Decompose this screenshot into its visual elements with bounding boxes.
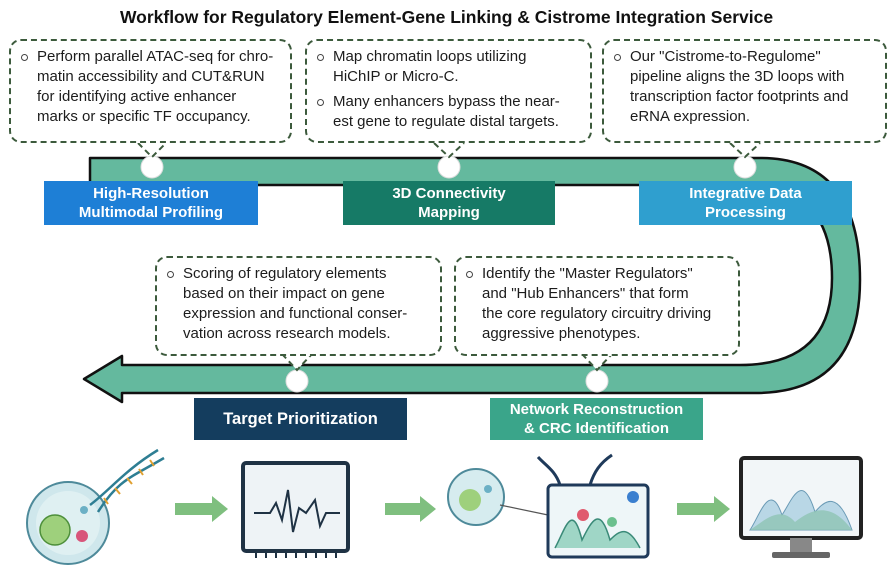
- connector-node-4: [285, 369, 309, 393]
- cell-dna-sample-illustration: [26, 448, 165, 565]
- network-analysis-illustration: [447, 453, 650, 559]
- bubble-item: Many enhancers bypass the near-est gene …: [317, 92, 580, 132]
- stage-line: Network Reconstruction: [509, 401, 684, 418]
- stage-line: Integrative Data: [689, 185, 802, 202]
- bubble-text: Perform parallel ATAC-seq for chro-matin…: [37, 48, 274, 125]
- bubble-text: Our "Cistrome-to-Regulome"pipeline align…: [630, 48, 849, 125]
- bullet-icon: [317, 54, 324, 61]
- process-arrow-3: [677, 496, 730, 522]
- bubble-item: Perform parallel ATAC-seq for chro-matin…: [21, 47, 280, 127]
- stage-prioritization: Target Prioritization: [194, 398, 407, 440]
- bubble-processing: Our "Cistrome-to-Regulome"pipeline align…: [602, 39, 887, 143]
- bubble-item: Our "Cistrome-to-Regulome"pipeline align…: [614, 47, 875, 127]
- bubble-text: Identify the "Master Regulators"and "Hub…: [482, 265, 712, 342]
- bubble-network: Identify the "Master Regulators"and "Hub…: [454, 256, 740, 356]
- bullet-icon: [466, 271, 473, 278]
- bubble-tails: [137, 142, 761, 372]
- stage-line: Target Prioritization: [223, 409, 378, 428]
- bullet-icon: [21, 54, 28, 61]
- bubble-text: Many enhancers bypass the near-est gene …: [333, 93, 560, 130]
- stage-line: Multimodal Profiling: [78, 204, 224, 221]
- results-monitor-illustration: [739, 456, 863, 558]
- bubble-profiling: Perform parallel ATAC-seq for chro-matin…: [9, 39, 292, 143]
- bullet-icon: [167, 271, 174, 278]
- stage-network: Network Reconstruction & CRC Identificati…: [490, 398, 703, 440]
- stage-line: Mapping: [418, 204, 480, 221]
- connector-node-5: [585, 369, 609, 393]
- process-arrow-1: [175, 496, 228, 522]
- stage-line: High-Resolution: [93, 185, 209, 202]
- bullet-icon: [614, 54, 621, 61]
- bullet-icon: [317, 99, 324, 106]
- process-arrow-2: [385, 496, 436, 522]
- connector-node-3: [733, 155, 757, 179]
- stage-line: 3D Connectivity: [392, 185, 506, 202]
- sequencing-signal-monitor-illustration: [241, 461, 350, 558]
- connector-node-1: [140, 155, 164, 179]
- stage-line: Processing: [705, 204, 786, 221]
- diagram-title: Workflow for Regulatory Element-Gene Lin…: [119, 7, 774, 27]
- stage-line: & CRC Identification: [523, 420, 669, 437]
- connector-node-2: [437, 155, 461, 179]
- bubble-item: Identify the "Master Regulators"and "Hub…: [466, 264, 728, 344]
